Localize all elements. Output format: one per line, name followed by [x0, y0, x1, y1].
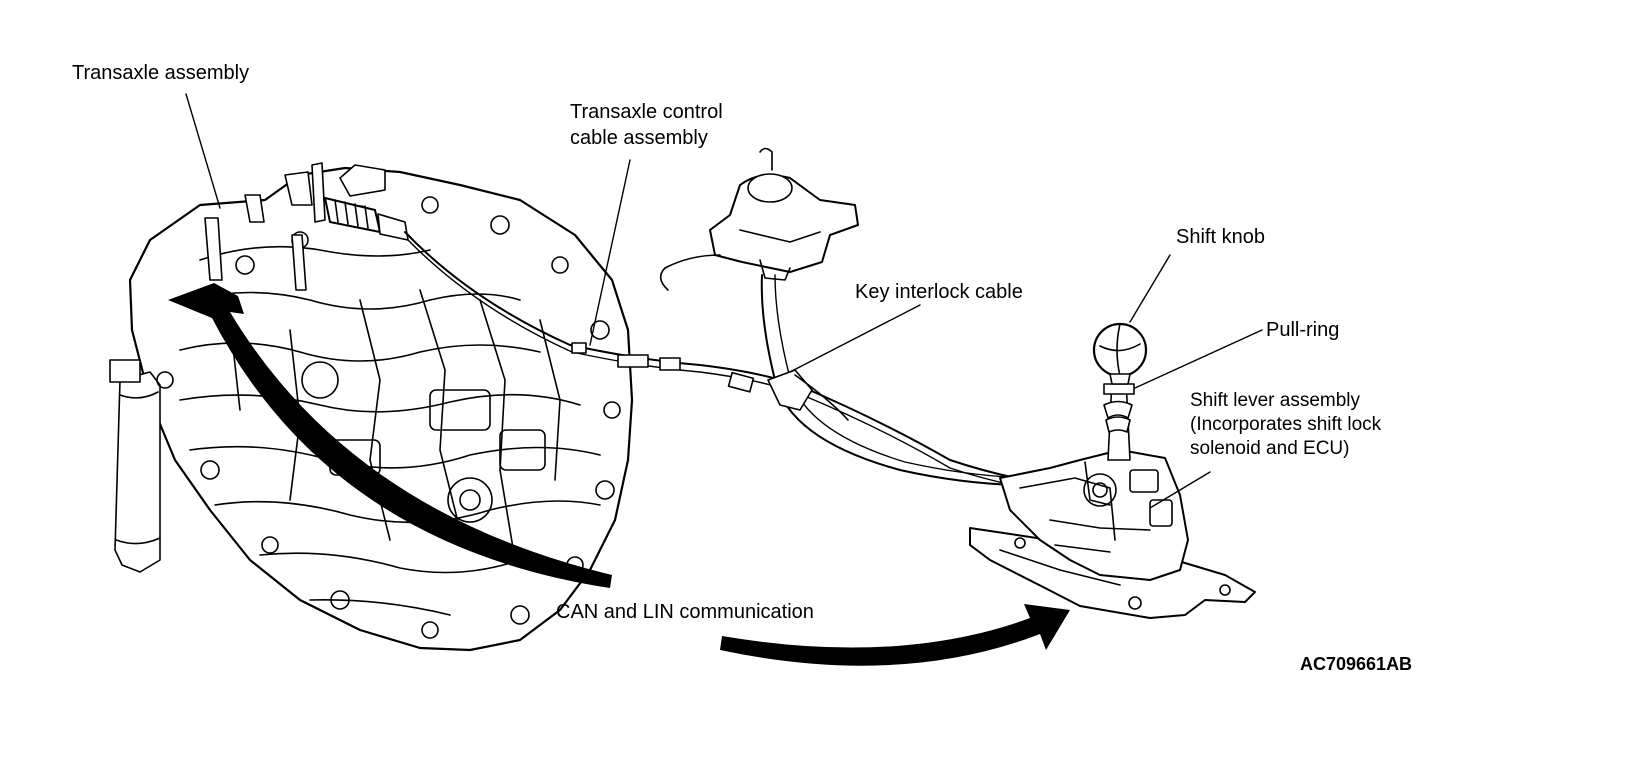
label-control-cable-line1: Transaxle control — [570, 101, 723, 123]
can-lin-arrows — [168, 283, 1070, 666]
label-pull-ring: Pull-ring — [1266, 319, 1340, 341]
leader-lines — [185, 93, 1263, 509]
label-shift-lever-line1: Shift lever assembly — [1190, 390, 1361, 411]
arrow-to-transaxle — [168, 283, 612, 588]
label-shift-lever-line3: solenoid and ECU) — [1190, 438, 1350, 459]
label-transaxle-assembly: Transaxle assembly — [72, 62, 250, 84]
figure-code: AC709661AB — [1300, 654, 1413, 674]
label-control-cable-line2: cable assembly — [570, 127, 708, 149]
shift-lever-drawing — [969, 322, 1256, 619]
label-shift-knob: Shift knob — [1176, 226, 1265, 248]
control-cable-drawing — [404, 231, 1071, 495]
label-can-lin-communication: CAN and LIN communication — [556, 601, 814, 623]
label-key-interlock-cable: Key interlock cable — [855, 281, 1023, 303]
key-cylinder-drawing — [659, 147, 1061, 487]
arrow-to-shift-lever — [720, 604, 1070, 666]
label-shift-lever-line2: (Incorporates shift lock — [1190, 414, 1382, 435]
